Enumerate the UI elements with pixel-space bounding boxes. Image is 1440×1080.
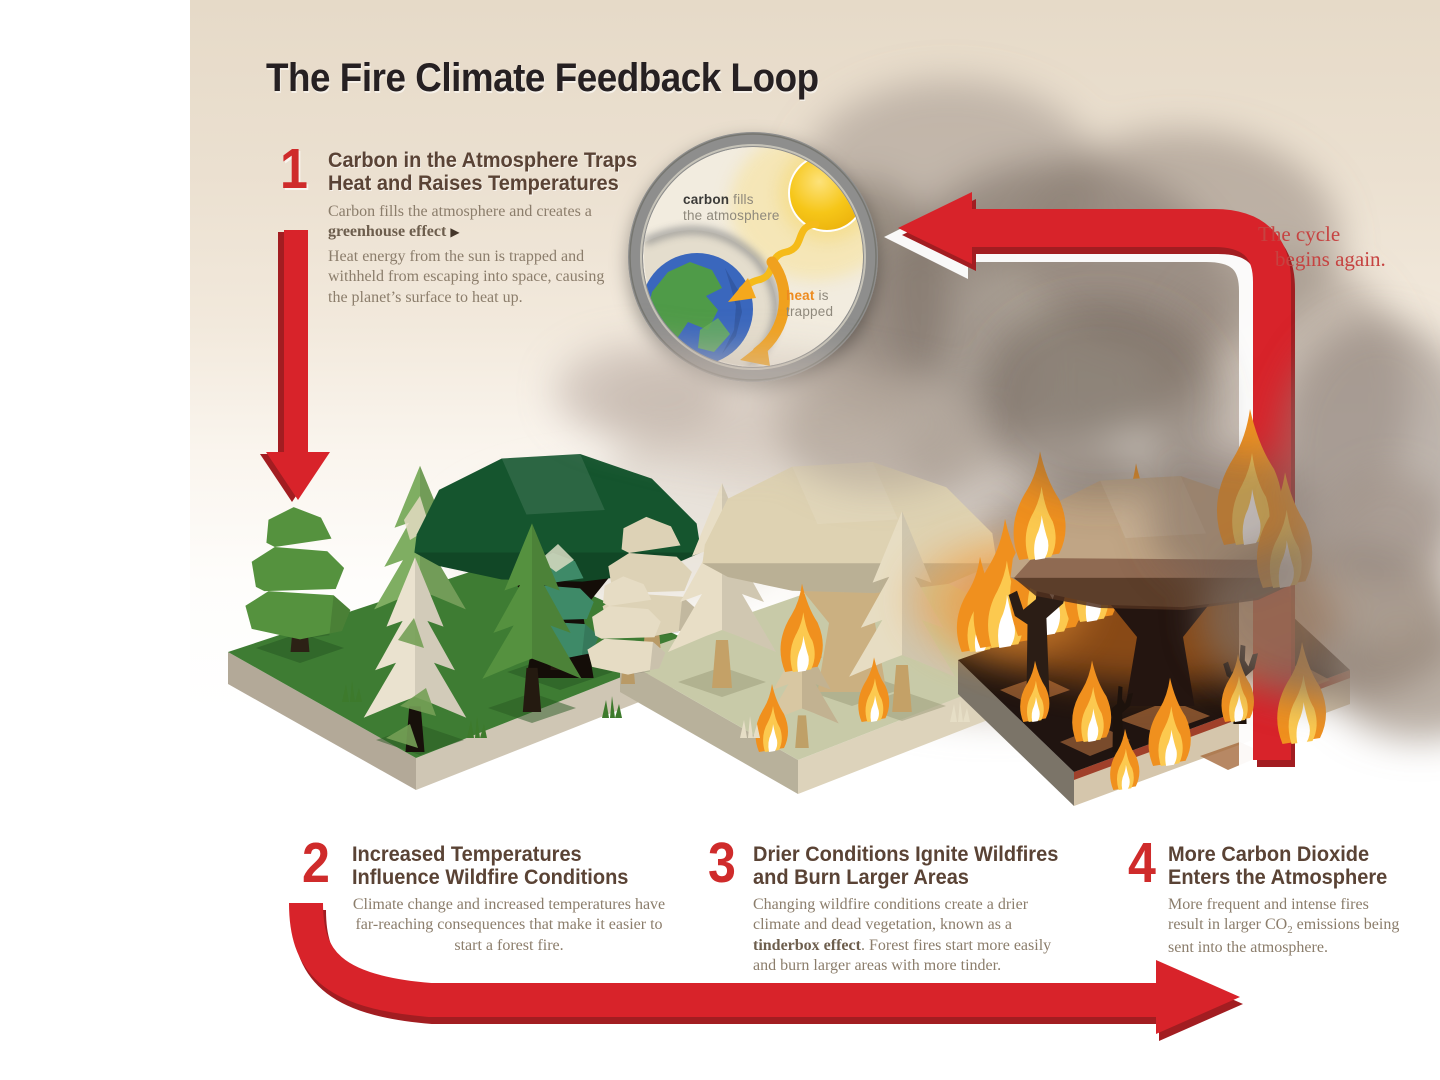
- step2-heading: Increased Temperatures Influence Wildfir…: [352, 842, 629, 889]
- step4-body: More frequent and intense fires result i…: [1168, 896, 1400, 957]
- page-title: The Fire Climate Feedback Loop: [266, 56, 819, 100]
- step2-body: Climate change and increased temperature…: [352, 896, 666, 954]
- arrow-bottom-flow: [289, 902, 1243, 1041]
- arrow-step1-down: [260, 230, 330, 502]
- step1-heading: Carbon in the Atmosphere Traps Heat and …: [328, 148, 638, 195]
- step1-number: 1: [280, 137, 308, 201]
- step1-body2: Heat energy from the sun is trapped and …: [328, 248, 605, 306]
- step3-number: 3: [708, 831, 736, 895]
- cycle-note: The cycle begins again.: [1258, 222, 1386, 271]
- step4-heading: More Carbon Dioxide Enters the Atmospher…: [1168, 842, 1388, 889]
- step3-heading: Drier Conditions Ignite Wildfires and Bu…: [753, 842, 1059, 889]
- step1-body1: Carbon fills the atmosphere and creates …: [328, 203, 592, 241]
- step4-number: 4: [1128, 831, 1156, 895]
- step3-body: Changing wildfire conditions create a dr…: [753, 896, 1052, 974]
- right-pointer-icon: ▶: [450, 225, 460, 240]
- co2-subscript: 2: [1287, 924, 1293, 937]
- foreground-smoke: [555, 300, 1440, 740]
- heat-label: heat is trapped: [786, 288, 834, 320]
- carbon-label: carbon fills the atmosphere: [683, 192, 780, 224]
- step2-number: 2: [302, 831, 330, 895]
- arrow-cycle-return: [884, 192, 1295, 769]
